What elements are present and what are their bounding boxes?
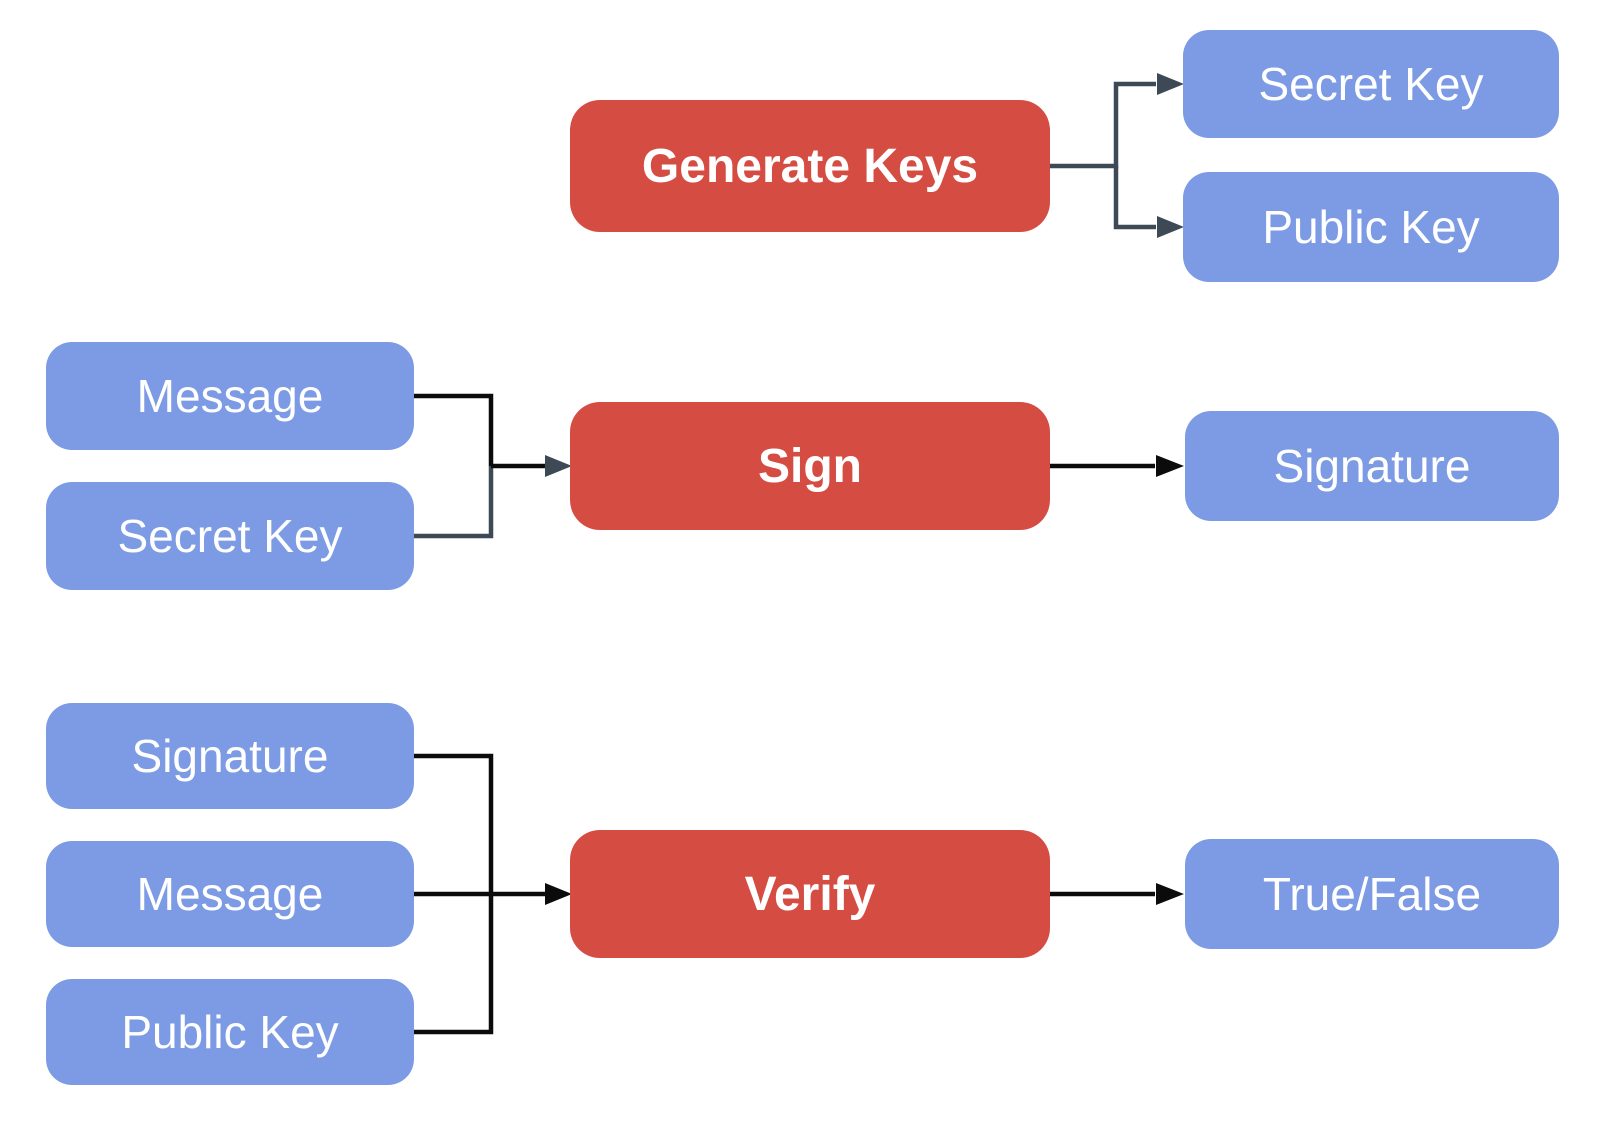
arrowhead-icon-verify [545,883,572,905]
edge-signature-to-verify-line [414,753,494,894]
node-secret-key-output: Secret Key [1183,30,1559,138]
node-signature-verify-input: Signature [46,703,414,809]
arrowhead-icon-secret-key [1157,73,1184,95]
node-true-false-output-label: True/False [1262,868,1482,920]
edge-public-key-to-verify-line [414,894,494,1035]
node-message-sign-input: Message [46,342,414,450]
node-generate-keys: Generate Keys [570,100,1050,232]
arrowhead-icon-signature [1156,455,1184,477]
node-verify: Verify [570,830,1050,958]
edge-generate-keys-to-public-key-line [1113,166,1156,230]
node-sign-label: Sign [758,439,862,493]
edge-secret-key-to-sign-line [414,466,494,539]
node-message-sign-input-label: Message [136,370,324,422]
node-message-verify-input: Message [46,841,414,947]
node-secret-key-output-label: Secret Key [1258,58,1484,110]
node-verify-label: Verify [744,867,876,921]
node-public-key-verify-input: Public Key [46,979,414,1085]
node-signature-verify-input-label: Signature [131,730,329,782]
node-sign: Sign [570,402,1050,530]
arrowhead-icon-true-false [1156,883,1184,905]
node-public-key-output: Public Key [1183,172,1559,282]
arrowhead-icon-public-key [1157,216,1184,238]
node-public-key-output-label: Public Key [1262,201,1480,253]
node-message-verify-input-label: Message [136,868,324,920]
node-true-false-output: True/False [1185,839,1559,949]
node-generate-keys-label: Generate Keys [641,139,979,193]
node-signature-output-label: Signature [1273,440,1471,492]
edge-message-to-sign-line [414,393,494,466]
node-public-key-verify-input-label: Public Key [121,1006,339,1058]
node-secret-key-sign-input-label: Secret Key [117,510,343,562]
node-signature-output: Signature [1185,411,1559,521]
edge-generate-keys-to-secret-key-line [1050,81,1156,169]
arrowhead-icon-sign [545,455,572,477]
node-secret-key-sign-input: Secret Key [46,482,414,590]
